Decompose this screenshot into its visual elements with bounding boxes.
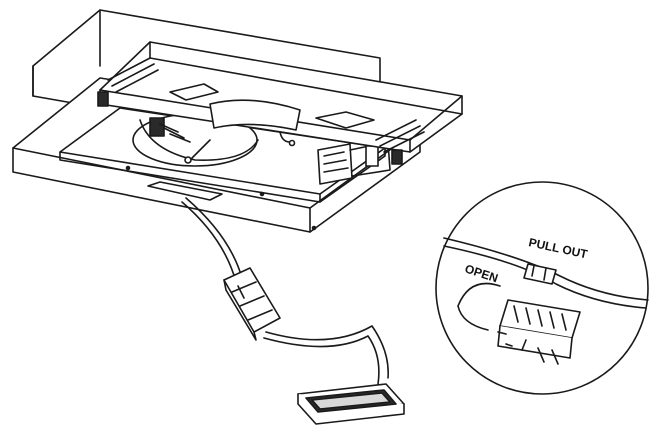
power-switch: [97, 91, 109, 107]
detail-inset: [435, 181, 649, 395]
detail-circle: [435, 181, 649, 395]
fan-motor: [132, 113, 259, 167]
telescopic-drawer: [99, 41, 463, 153]
control-panel: [297, 383, 405, 425]
connector-box: [223, 267, 281, 341]
detail-rail: [443, 237, 649, 301]
duct-opening: [209, 99, 301, 131]
cable-lower: [265, 325, 389, 379]
side-switch: [391, 149, 403, 165]
lamp-cutout: [147, 181, 223, 201]
drawer-slot-left: [169, 83, 219, 101]
drawer-slot-right: [315, 111, 375, 129]
open-arrow-curve: [457, 282, 501, 307]
cable-upper: [185, 197, 243, 279]
opened-clip: [497, 299, 581, 365]
